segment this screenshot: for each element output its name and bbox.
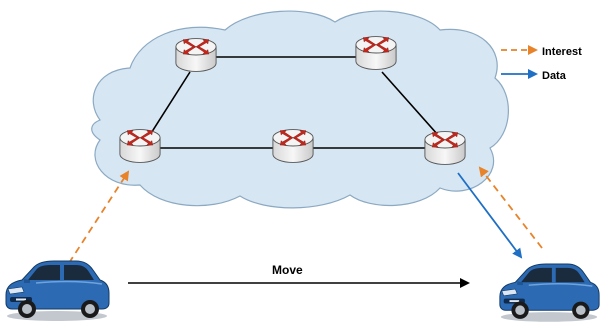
car-icon [5,260,110,322]
data-arrow-right [457,172,523,259]
link-r1-r3 [147,71,191,139]
router-icon [272,129,314,163]
router-icon [424,131,466,165]
interest-arrow-left [68,170,130,264]
move-label: Move [272,263,303,277]
interest-arrow-right [478,166,543,249]
link-r2-r5 [381,71,439,136]
legend-interest-label: Interest [542,46,582,58]
router-icon [355,36,397,70]
router-icon [119,129,161,163]
legend-data-label: Data [542,70,567,82]
router-icon [175,38,217,72]
network-cloud [91,10,509,209]
network-links [147,56,439,149]
car-icon [499,263,600,323]
legend: Interest Data [501,45,582,82]
